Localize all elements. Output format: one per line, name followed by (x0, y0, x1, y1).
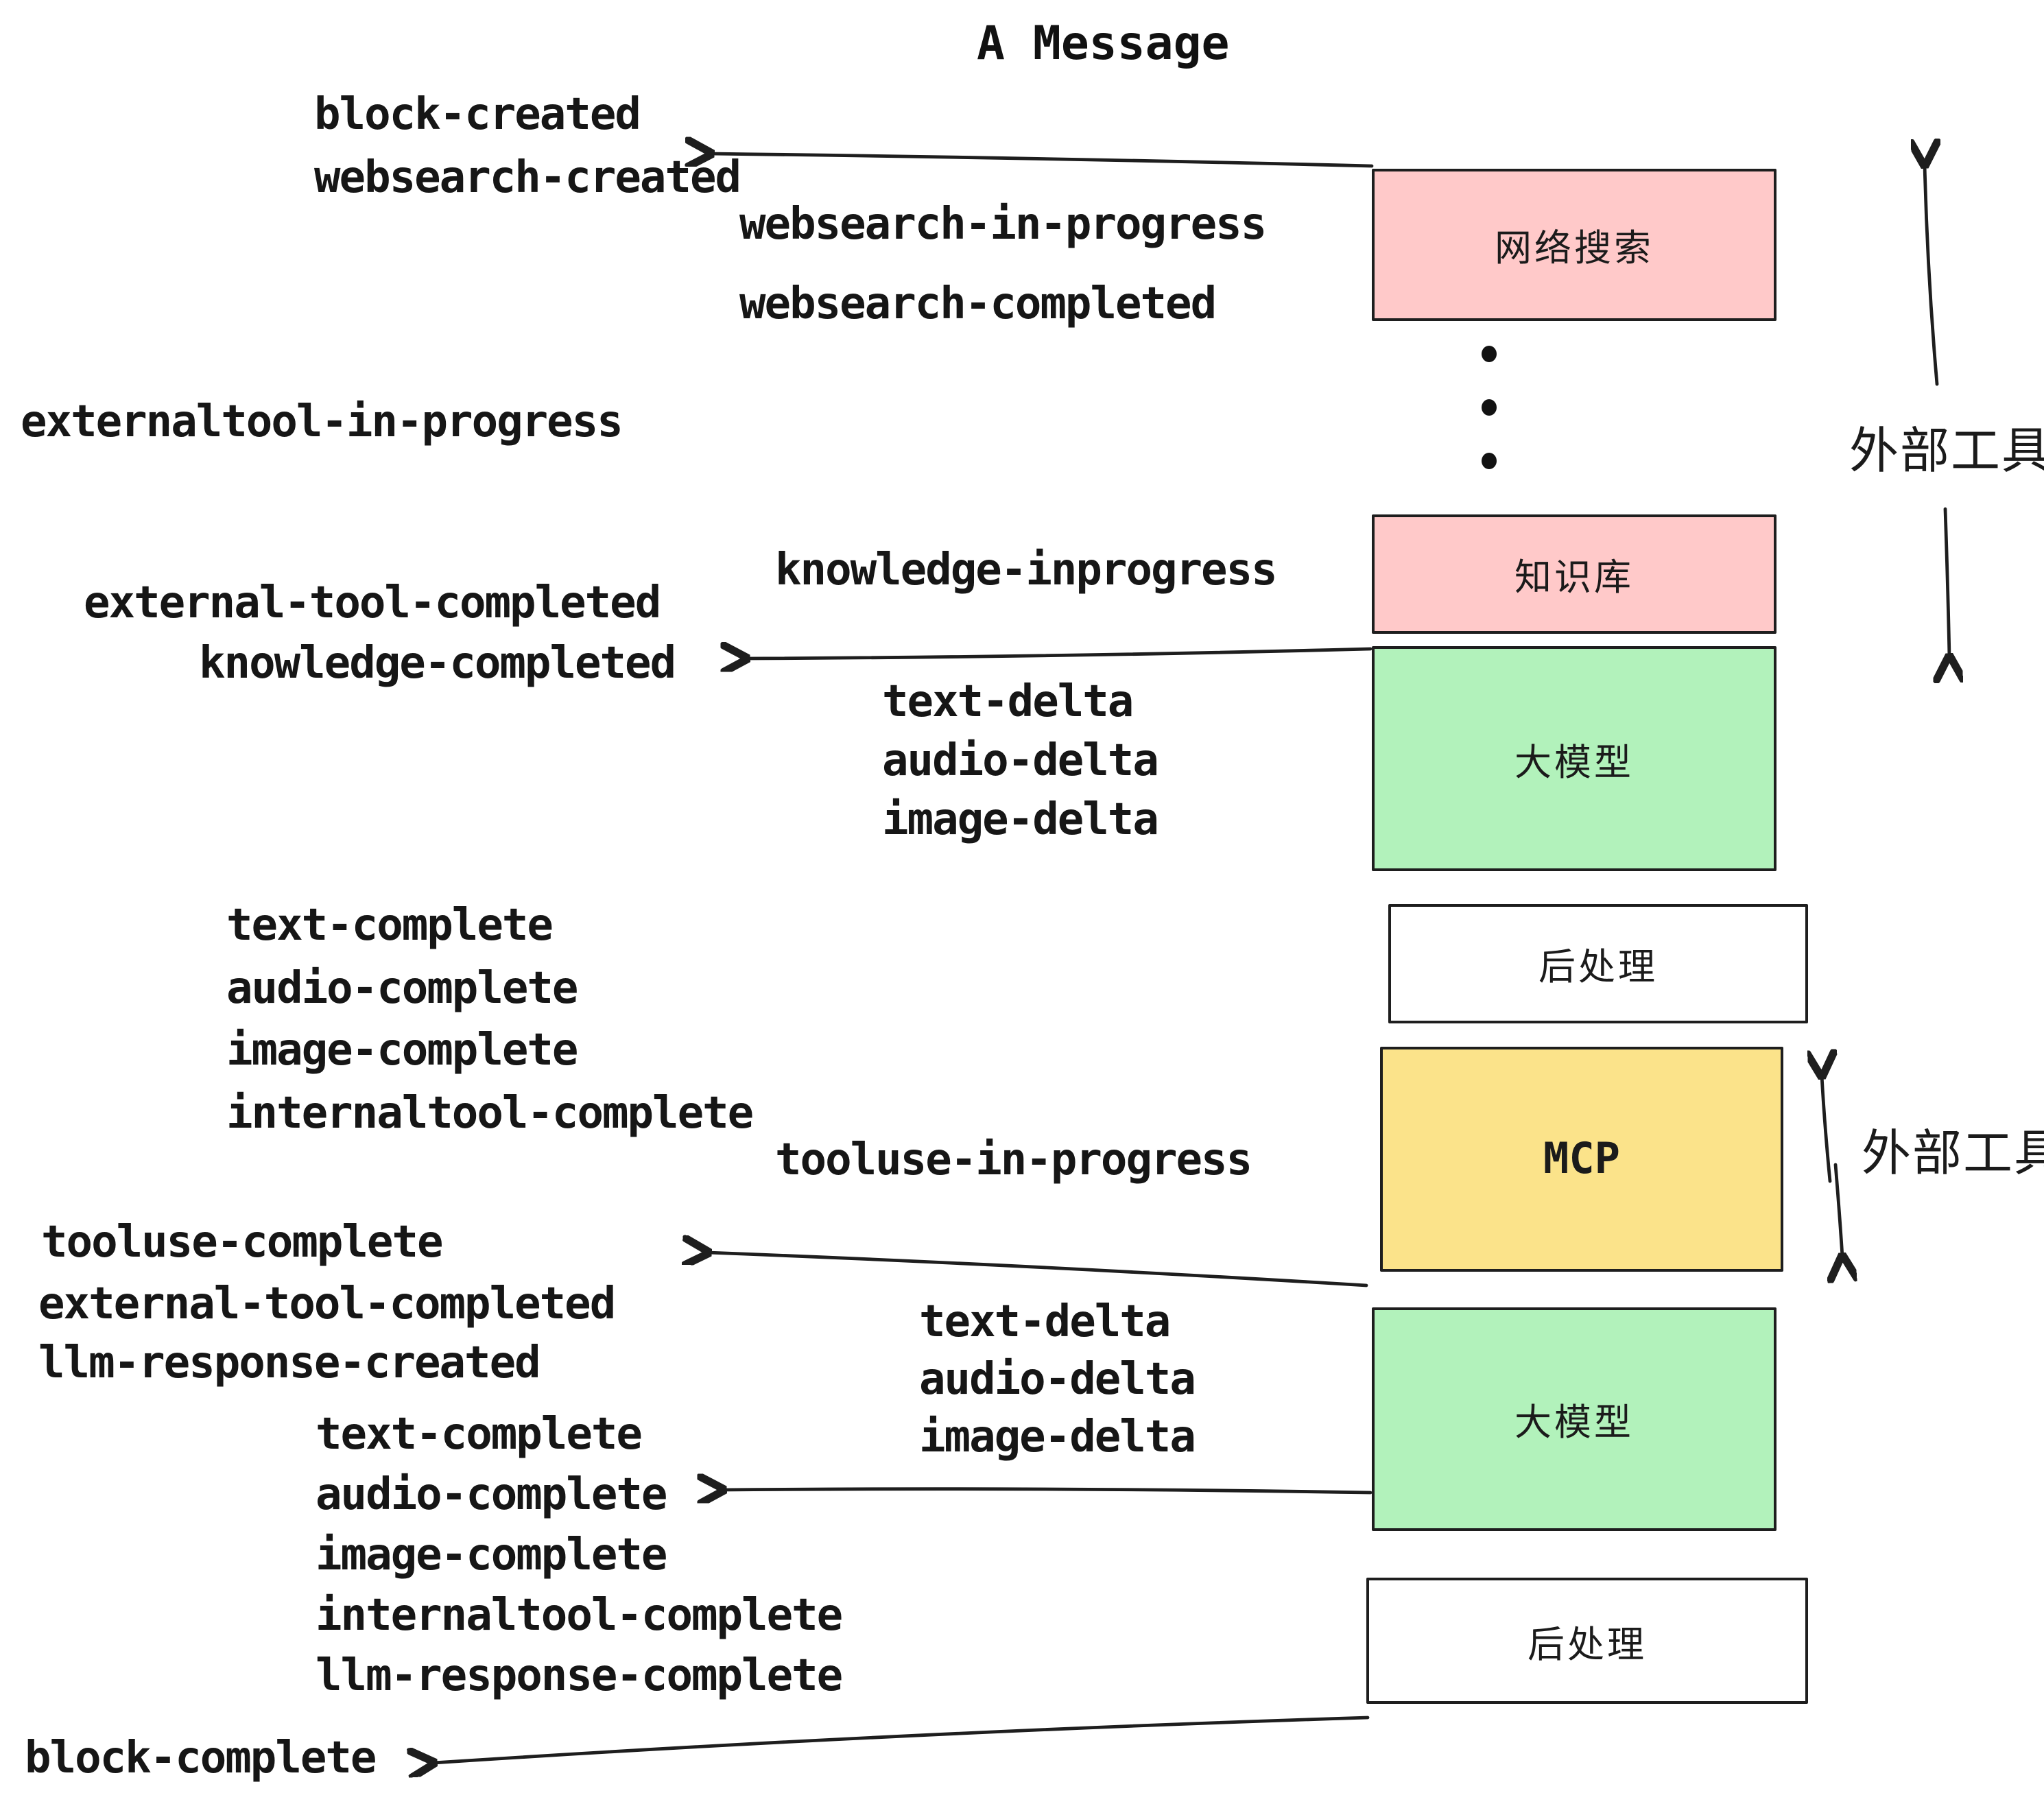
event-audio-delta-2: audio-delta (919, 1353, 1196, 1405)
external-tools-down-arrow-1 (1945, 507, 1949, 657)
event-external-tool-completed-1: external-tool-completed (84, 576, 661, 628)
event-audio-complete-2: audio-complete (316, 1468, 667, 1520)
event-audio-complete-1: audio-complete (226, 962, 578, 1014)
external-tools-label-2: 外部工具 (1862, 1126, 2044, 1183)
box-knowledge-label: 知识库 (1514, 557, 1634, 600)
external-tools-label-1: 外部工具 (1849, 424, 2044, 480)
box-postprocess-1: 后处理 (1388, 904, 1808, 1023)
event-block-complete: block-complete (25, 1731, 377, 1783)
box-mcp: MCP (1380, 1047, 1783, 1272)
event-image-delta-1: image-delta (882, 793, 1159, 845)
event-websearch-completed: websearch-completed (739, 277, 1217, 329)
box-postprocess-2-label: 后处理 (1528, 1624, 1647, 1666)
arrow-post2-to-block-complete (433, 1716, 1370, 1763)
event-text-delta-2: text-delta (919, 1295, 1171, 1347)
event-audio-delta-1: audio-delta (882, 734, 1159, 786)
dot (1482, 399, 1497, 416)
event-internaltool-complete-2: internaltool-complete (316, 1589, 843, 1641)
page-title: A Message (977, 16, 1230, 71)
ellipsis-dots (1482, 346, 1497, 469)
box-postprocess-2: 后处理 (1366, 1578, 1808, 1704)
event-block-created: block-created (314, 88, 641, 140)
event-websearch-in-progress: websearch-in-progress (739, 198, 1267, 250)
box-mcp-label: MCP (1543, 1135, 1620, 1184)
external-tools-up-arrow-1 (1925, 165, 1937, 386)
event-text-delta-1: text-delta (882, 675, 1134, 727)
arrow-llm2-to-audio-complete (723, 1489, 1372, 1493)
event-image-complete-2: image-complete (316, 1528, 667, 1580)
box-llm-2: 大模型 (1372, 1307, 1776, 1531)
dot (1482, 453, 1497, 469)
event-knowledge-inprogress: knowledge-inprogress (775, 543, 1278, 595)
event-image-complete-1: image-complete (226, 1023, 578, 1076)
event-external-tool-completed-2: external-tool-completed (38, 1277, 616, 1329)
event-tooluse-in-progress: tooluse-in-progress (775, 1133, 1252, 1185)
arrow-llm1-to-knowledge-completed (746, 649, 1372, 658)
event-text-complete-2: text-complete (316, 1408, 643, 1460)
event-llm-response-created: llm-response-created (38, 1336, 541, 1388)
dot (1482, 346, 1497, 362)
box-llm-2-label: 大模型 (1514, 1402, 1634, 1445)
arrow-websearch-to-created (711, 154, 1374, 168)
event-text-complete-1: text-complete (226, 899, 554, 951)
event-image-delta-2: image-delta (919, 1410, 1196, 1462)
box-llm-1-label: 大模型 (1514, 741, 1634, 784)
box-postprocess-1-label: 后处理 (1538, 947, 1658, 989)
box-llm-1: 大模型 (1372, 646, 1776, 871)
box-knowledge: 知识库 (1372, 514, 1776, 634)
event-llm-response-complete: llm-response-complete (316, 1649, 843, 1701)
event-tooluse-complete: tooluse-complete (41, 1215, 444, 1268)
event-internaltool-complete-1: internaltool-complete (226, 1087, 754, 1139)
external-tools-up-arrow-2 (1822, 1076, 1830, 1183)
event-externaltool-in-progress: externaltool-in-progress (21, 395, 623, 447)
external-tools-down-arrow-2 (1835, 1163, 1842, 1257)
box-websearch: 网络搜索 (1372, 169, 1776, 321)
event-knowledge-completed: knowledge-completed (199, 637, 676, 689)
box-websearch-label: 网络搜索 (1495, 228, 1654, 270)
event-websearch-created: websearch-created (314, 151, 741, 203)
arrow-mcp-to-tooluse-complete (708, 1253, 1368, 1287)
